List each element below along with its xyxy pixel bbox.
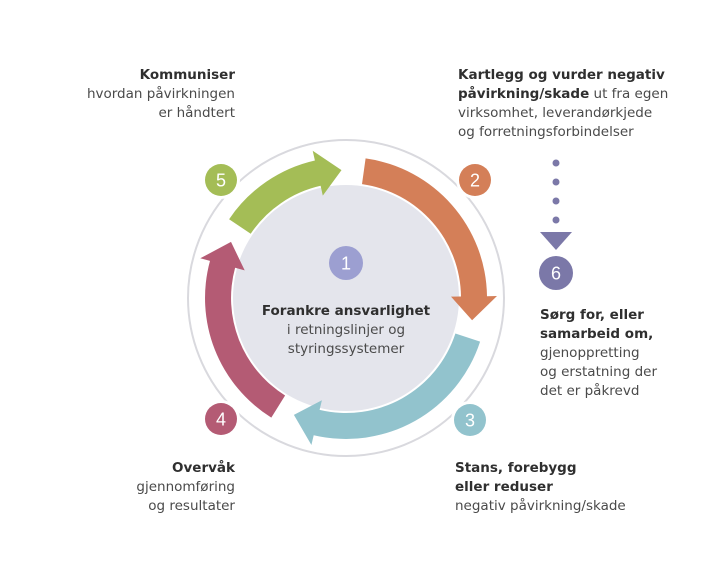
step-2-line-2: og forretningsforbindelser xyxy=(458,124,634,140)
step-3-title-line-2: eller reduser xyxy=(455,479,553,495)
step-1-line-2: styringssystemer xyxy=(287,341,405,357)
badge-5: 5 xyxy=(202,161,240,199)
step-1-title: Forankre ansvarlighet xyxy=(261,303,431,319)
step-4-title: Overvåk xyxy=(172,460,235,476)
badge-3-number: 3 xyxy=(465,411,475,431)
step-6-title-line-2: samarbeid om, xyxy=(540,326,654,342)
step-2-line-1: virksomhet, leverandørkjede xyxy=(458,105,653,121)
step-2-title-line-2: påvirkning/skade xyxy=(458,86,590,102)
step-5-title: Kommuniser xyxy=(139,67,235,83)
badge-4-number: 4 xyxy=(216,410,226,430)
step-6-title-line-1: Sørg for, eller xyxy=(540,307,644,323)
connector-dot xyxy=(552,178,560,186)
connector-dot xyxy=(552,159,560,167)
step-5-label: Kommuniser hvordan påvirkningen er håndt… xyxy=(60,66,235,123)
badge-6-number: 6 xyxy=(551,264,561,284)
connector-dot xyxy=(552,197,560,205)
step-6-label: Sørg for, eller samarbeid om, gjenoppret… xyxy=(540,306,715,401)
connector-dot xyxy=(552,216,560,224)
step-6-line-2: og erstatning der xyxy=(540,364,658,380)
step-1-label: Forankre ansvarlighet i retningslinjer o… xyxy=(246,302,446,359)
arrow-step-2 xyxy=(362,158,497,321)
arrow-step-4 xyxy=(200,241,286,418)
step-2-label: Kartlegg og vurder negativ påvirkning/sk… xyxy=(458,66,688,142)
badge-2: 2 xyxy=(456,161,494,199)
badge-6: 6 xyxy=(539,256,573,290)
outer-ring xyxy=(187,139,505,457)
step-4-label: Overvåk gjennomføring og resultater xyxy=(110,459,235,516)
center-disc xyxy=(233,185,459,411)
badge-2-number: 2 xyxy=(470,171,480,191)
badge-5-number: 5 xyxy=(216,171,226,191)
step-6-line-1: gjenoppretting xyxy=(540,345,640,361)
step-3-label: Stans, forebygg eller reduser negativ på… xyxy=(455,459,655,516)
arrow-step-3 xyxy=(293,333,481,445)
badge-4: 4 xyxy=(202,400,240,438)
step-4-line-1: gjennomføring xyxy=(136,479,235,495)
badge-1: 1 xyxy=(329,246,363,280)
step-5-line-1: hvordan påvirkningen xyxy=(86,86,235,102)
arrow-step-5 xyxy=(229,150,342,234)
step-1-line-1: i retningslinjer og xyxy=(286,322,406,338)
step-3-line-1: negativ påvirkning/skade xyxy=(455,498,626,514)
badge-1-number: 1 xyxy=(341,254,351,274)
badge-3: 3 xyxy=(451,401,489,439)
step-6-line-3: det er påkrevd xyxy=(540,383,640,399)
step-5-line-2: er håndtert xyxy=(158,105,235,121)
dotted-connector xyxy=(540,159,572,250)
step-2-title-line-1: Kartlegg og vurder negativ xyxy=(458,67,665,83)
step-2-inline-rest: ut fra egen xyxy=(589,86,669,102)
connector-arrowhead xyxy=(540,232,572,250)
step-3-title-line-1: Stans, forebygg xyxy=(455,460,577,476)
step-4-line-2: og resultater xyxy=(148,498,235,514)
